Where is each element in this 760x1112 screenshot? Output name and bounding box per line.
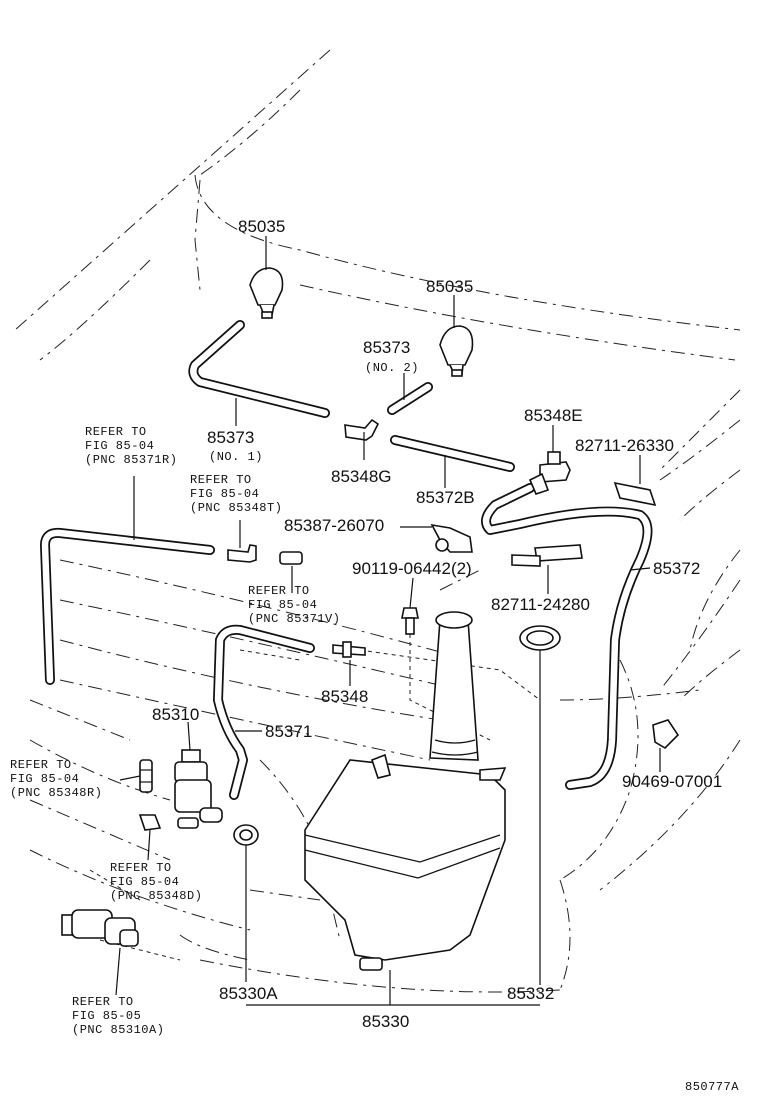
svg-text:(PNC 85371V): (PNC 85371V) bbox=[248, 612, 340, 626]
label-hose-85372b: 85372B bbox=[416, 488, 475, 507]
label-screw-90119-06442: 90119-06442(2) bbox=[352, 559, 472, 578]
refer-note-85310a: REFER TO FIG 85-05 (PNC 85310A) bbox=[72, 995, 164, 1037]
svg-text:FIG 85-05: FIG 85-05 bbox=[72, 1009, 141, 1023]
label-hose-85372: 85372 bbox=[653, 559, 700, 578]
joint-85348g bbox=[344, 418, 380, 441]
washer-nozzle-right bbox=[439, 325, 474, 377]
joint-85348d bbox=[138, 814, 162, 831]
hose-85371r bbox=[40, 527, 215, 685]
refer-note-85371v: REFER TO FIG 85-04 (PNC 85371V) bbox=[248, 584, 340, 626]
hose-85373-no2 bbox=[387, 382, 433, 415]
svg-text:REFER TO: REFER TO bbox=[248, 584, 310, 598]
label-clip-90469-07001: 90469-07001 bbox=[622, 772, 722, 791]
svg-text:FIG 85-04: FIG 85-04 bbox=[10, 772, 79, 786]
label-clip-82711-26330: 82711-26330 bbox=[575, 436, 674, 455]
refer-note-85348t: REFER TO FIG 85-04 (PNC 85348T) bbox=[190, 473, 282, 515]
washer-tank-85330 bbox=[304, 611, 507, 971]
label-grommet-85330a: 85330A bbox=[219, 984, 278, 1003]
cap-85332 bbox=[519, 625, 561, 651]
refer-note-85348r: REFER TO FIG 85-04 (PNC 85348R) bbox=[10, 758, 102, 800]
washer-nozzle-left bbox=[249, 267, 284, 319]
clip-82711-26330 bbox=[613, 481, 657, 507]
label-cap-85332: 85332 bbox=[507, 984, 554, 1003]
label-tank-85330: 85330 bbox=[362, 1012, 409, 1031]
hose-85372b bbox=[390, 435, 515, 472]
leader-lines bbox=[115, 236, 661, 1006]
hose-short-segment bbox=[279, 551, 303, 565]
label-joint-85348e: 85348E bbox=[524, 406, 583, 425]
label-hose-85373-no1: 85373 bbox=[207, 428, 254, 447]
label-motor-85310: 85310 bbox=[152, 705, 199, 724]
label-hose-85371: 85371 bbox=[265, 722, 312, 741]
svg-text:REFER TO: REFER TO bbox=[110, 861, 172, 875]
label-nozzle-85035-b: 85035 bbox=[426, 277, 473, 296]
refer-note-85371r: REFER TO FIG 85-04 (PNC 85371R) bbox=[85, 425, 177, 467]
vehicle-body-outline bbox=[14, 49, 741, 993]
label-hose-85373-no2: 85373 bbox=[363, 338, 410, 357]
svg-text:FIG 85-04: FIG 85-04 bbox=[248, 598, 317, 612]
svg-text:FIG 85-04: FIG 85-04 bbox=[85, 439, 154, 453]
clip-82711-24280 bbox=[511, 544, 583, 567]
label-hose-no1-sub: (NO. 1) bbox=[209, 450, 263, 464]
label-nozzle-85035-a: 85035 bbox=[238, 217, 285, 236]
refer-note-85348d: REFER TO FIG 85-04 (PNC 85348D) bbox=[110, 861, 202, 903]
svg-text:(PNC 85348R): (PNC 85348R) bbox=[10, 786, 102, 800]
joint-85348t bbox=[227, 544, 257, 563]
washer-motor-85310 bbox=[174, 749, 223, 829]
svg-text:(PNC 85371R): (PNC 85371R) bbox=[85, 453, 177, 467]
hose-85372 bbox=[481, 483, 653, 790]
svg-text:FIG 85-04: FIG 85-04 bbox=[110, 875, 179, 889]
svg-text:REFER TO: REFER TO bbox=[190, 473, 252, 487]
svg-text:(PNC 85348T): (PNC 85348T) bbox=[190, 501, 282, 515]
joint-85348 bbox=[332, 641, 366, 658]
hose-85371v bbox=[213, 624, 315, 800]
grommet-85330a bbox=[233, 824, 259, 846]
label-clamp-85387-26070: 85387-26070 bbox=[284, 516, 384, 535]
svg-text:FIG 85-04: FIG 85-04 bbox=[190, 487, 259, 501]
hose-85373-no1 bbox=[188, 320, 330, 418]
svg-text:REFER TO: REFER TO bbox=[72, 995, 134, 1009]
svg-text:(PNC 85310A): (PNC 85310A) bbox=[72, 1023, 164, 1037]
washer-motor-85310a bbox=[61, 909, 139, 947]
joint-85348r bbox=[139, 759, 153, 793]
label-clip-82711-24280: 82711-24280 bbox=[491, 595, 590, 614]
label-hose-no2-sub: (NO. 2) bbox=[365, 361, 419, 375]
clamp-85387-26070 bbox=[430, 523, 473, 553]
svg-text:REFER TO: REFER TO bbox=[85, 425, 147, 439]
label-joint-85348: 85348 bbox=[321, 687, 368, 706]
screw-90119-06442 bbox=[401, 607, 419, 635]
label-joint-85348g: 85348G bbox=[331, 467, 392, 486]
joint-85348e bbox=[528, 451, 571, 495]
diagram-code: 850777A bbox=[685, 1080, 739, 1094]
svg-text:REFER TO: REFER TO bbox=[10, 758, 72, 772]
svg-text:(PNC 85348D): (PNC 85348D) bbox=[110, 889, 202, 903]
clip-90469-07001 bbox=[652, 719, 680, 750]
